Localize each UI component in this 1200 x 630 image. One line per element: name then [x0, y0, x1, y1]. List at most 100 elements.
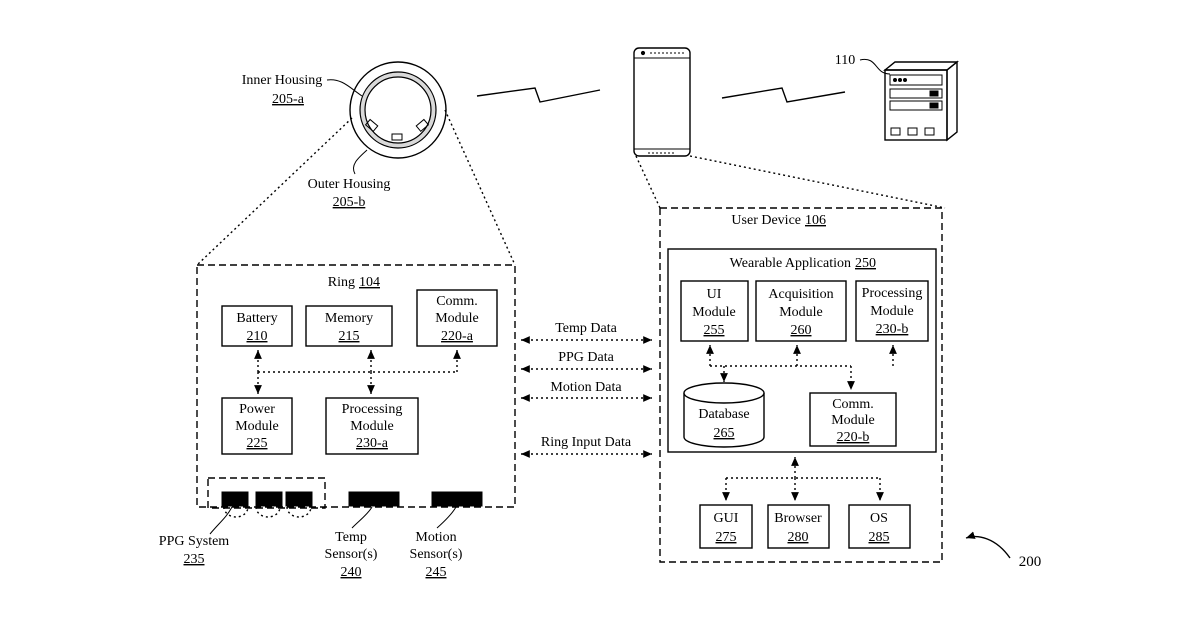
ui-module-line2: Module	[692, 305, 736, 320]
server-illustration	[885, 62, 957, 140]
power-line1: Power	[239, 402, 275, 417]
database-label: Database	[698, 407, 749, 422]
user-device-title: User Device	[731, 213, 801, 228]
ppg-sensor	[256, 492, 282, 506]
temp-sensor-line1: Temp	[335, 530, 367, 545]
wireless-link-ring-phone	[477, 88, 600, 102]
ppg-system	[208, 478, 325, 517]
battery-label: Battery	[236, 311, 277, 326]
ppg-system-label: PPG System	[159, 534, 230, 549]
ppg-sensor	[222, 492, 248, 506]
ui-module-box: UI Module 255	[681, 281, 748, 341]
server-ref-label: 110	[835, 53, 855, 68]
ui-module-line1: UI	[707, 287, 722, 302]
gui-box: GUI 275	[700, 505, 752, 548]
server-vent	[908, 128, 917, 135]
ring-comm-ref: 220-a	[441, 329, 474, 344]
ring-processing-ref: 230-a	[356, 436, 389, 451]
database-ref: 265	[714, 426, 735, 441]
phone-illustration	[634, 48, 690, 156]
motion-sensor	[432, 492, 482, 506]
ppg-leader	[210, 507, 232, 534]
os-label: OS	[870, 511, 888, 526]
power-module-box: Power Module 225	[222, 398, 292, 454]
ring-processing-line1: Processing	[342, 402, 403, 417]
device-processing-line2: Module	[870, 304, 914, 319]
database-cylinder: Database 265	[684, 383, 764, 447]
wearable-app-ref: 250	[855, 256, 876, 271]
ring-processing-line2: Module	[350, 419, 394, 434]
ring-zoom-line-right	[445, 110, 515, 265]
server-side-face	[947, 62, 957, 140]
battery-ref: 210	[247, 329, 268, 344]
memory-ref: 215	[339, 329, 360, 344]
server-light-icon	[899, 79, 902, 82]
motion-data-label: Motion Data	[550, 380, 622, 395]
ring-processing-module-box: Processing Module 230-a	[326, 398, 418, 454]
ring-title: Ring	[328, 275, 355, 290]
gui-label: GUI	[714, 511, 739, 526]
ui-module-ref: 255	[704, 323, 725, 338]
memory-box: Memory 215	[306, 306, 392, 346]
motion-leader	[437, 507, 456, 528]
ppg-system-ref: 235	[184, 552, 205, 567]
motion-sensor-line1: Motion	[415, 530, 456, 545]
ring-title-ref: 104	[359, 275, 380, 290]
temp-sensor-ref: 240	[341, 565, 362, 580]
server-indicator	[930, 91, 938, 96]
device-processing-module-box: Processing Module 230-b	[856, 281, 928, 341]
device-comm-line1: Comm.	[832, 397, 874, 412]
ppg-sensor	[286, 492, 312, 506]
server-drive-1	[890, 75, 942, 85]
server-indicator	[930, 103, 938, 108]
gui-ref: 275	[716, 530, 737, 545]
inner-housing-label: Inner Housing	[242, 73, 323, 88]
ring-inner-circle	[365, 77, 431, 143]
ring-illustration	[350, 62, 446, 158]
wearable-app-title: Wearable Application	[730, 256, 851, 271]
device-comm-module-box: Comm. Module 220-b	[810, 393, 896, 446]
ring-comm-line2: Module	[435, 311, 479, 326]
power-line2: Module	[235, 419, 279, 434]
inner-housing-ref: 205-a	[272, 92, 305, 107]
outer-housing-leader	[353, 150, 367, 174]
device-comm-ref: 220-b	[837, 430, 870, 445]
inner-housing-leader	[327, 80, 362, 96]
device-processing-line1: Processing	[862, 286, 923, 301]
ring-internal-bus	[258, 350, 457, 394]
phone-body	[634, 48, 690, 156]
figure-ref-arrow	[966, 537, 1010, 558]
phone-zoom-line-left	[636, 156, 660, 208]
figure-ref-label: 200	[1019, 554, 1042, 570]
server-light-icon	[894, 79, 897, 82]
os-box: OS 285	[849, 505, 910, 548]
temp-sensor	[349, 492, 399, 506]
temp-leader	[352, 507, 372, 528]
temp-data-label: Temp Data	[555, 321, 617, 336]
power-ref: 225	[247, 436, 268, 451]
browser-label: Browser	[774, 511, 822, 526]
server-top-face	[885, 62, 957, 70]
memory-label: Memory	[325, 311, 373, 326]
server-vent	[925, 128, 934, 135]
phone-camera-icon	[641, 51, 644, 54]
ring-input-data-label: Ring Input Data	[541, 435, 632, 450]
outer-housing-ref: 205-b	[333, 195, 366, 210]
os-ref: 285	[869, 530, 890, 545]
server-vent	[891, 128, 900, 135]
app-os-bus	[726, 457, 880, 501]
acquisition-line1: Acquisition	[768, 287, 833, 302]
user-device-ref: 106	[805, 213, 826, 228]
browser-box: Browser 280	[768, 505, 829, 548]
browser-ref: 280	[788, 530, 809, 545]
device-processing-ref: 230-b	[876, 322, 909, 337]
temp-sensor-line2: Sensor(s)	[325, 547, 378, 562]
ppg-data-label: PPG Data	[558, 350, 614, 365]
acquisition-ref: 260	[791, 323, 812, 338]
device-comm-line2: Module	[831, 413, 875, 428]
battery-box: Battery 210	[222, 306, 292, 346]
motion-sensor-line2: Sensor(s)	[410, 547, 463, 562]
motion-sensor-ref: 245	[426, 565, 447, 580]
outer-housing-label: Outer Housing	[308, 177, 391, 192]
